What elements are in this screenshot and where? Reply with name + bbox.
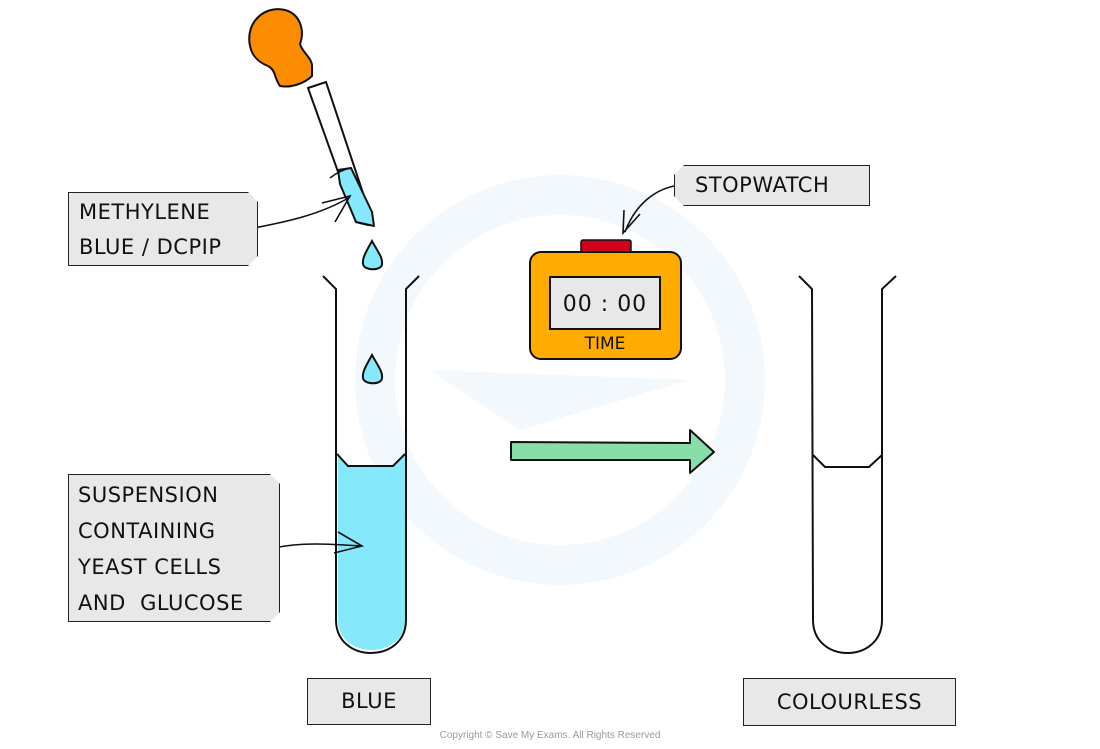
drop-icon	[361, 352, 384, 385]
timer-display: 00 : 00	[562, 292, 648, 317]
label-line: SUSPENSION	[78, 483, 219, 507]
label-line: CONTAINING	[78, 519, 216, 543]
label-line: METHYLENE	[79, 200, 211, 224]
label-line: AND GLUCOSE	[78, 591, 244, 615]
stopwatch-icon	[529, 239, 682, 360]
label-blue: BLUE	[307, 678, 431, 725]
label-line: BLUE / DCPIP	[79, 235, 222, 259]
drop-icon	[361, 238, 384, 271]
test-tube-blue	[322, 275, 420, 654]
label-methylene-blue-dcpip: METHYLENE BLUE / DCPIP	[68, 192, 258, 266]
dropper-icon	[248, 8, 375, 227]
test-tube-colourless	[798, 275, 897, 654]
leader-methylene	[247, 194, 352, 232]
copyright-notice: Copyright © Save My Exams. All Rights Re…	[439, 730, 661, 741]
arrow-right-icon	[510, 429, 715, 474]
timer-caption: TIME	[584, 334, 626, 354]
watermark-logo	[355, 175, 765, 585]
label-colourless: COLOURLESS	[743, 678, 956, 726]
label-yeast-suspension: SUSPENSION CONTAINING YEAST CELLS AND GL…	[68, 474, 280, 622]
label-stopwatch: STOPWATCH	[674, 165, 870, 206]
label-line: YEAST CELLS	[78, 555, 222, 579]
